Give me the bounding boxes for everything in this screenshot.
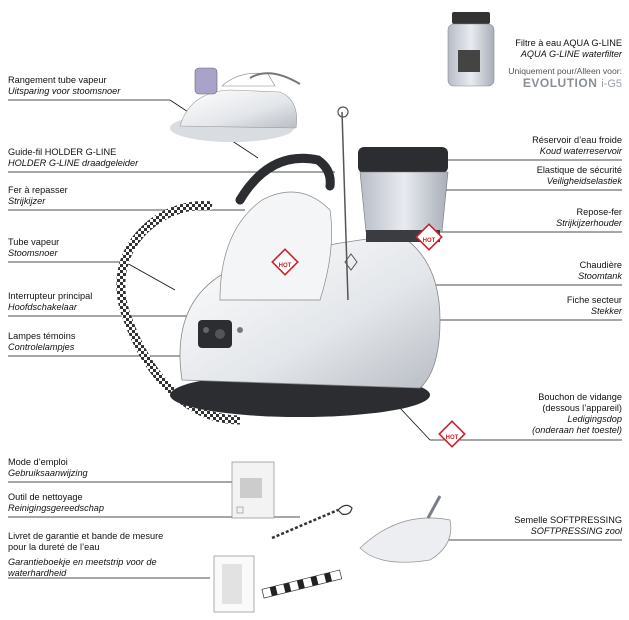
water-tank [359,171,449,233]
hot-text: HOT [423,238,436,244]
iron [219,191,332,301]
hot-text: HOT [446,435,459,441]
measuring-strip [261,569,343,599]
filter-only-for: Uniquement pour/Alleen voor: [508,66,622,76]
steam-hose [116,201,241,425]
storage-illustration [170,67,301,142]
model-name: EVOLUTION i-G5 [522,76,622,90]
cleaning-tool [271,508,339,540]
water-filter-illustration [447,12,495,87]
softpressing-sole [359,517,452,563]
drain-label: Bouchon de vidange (dessous l’appareil) … [532,392,622,435]
hot-warning-icon: HOT [271,248,299,276]
hot-warning-icon: HOT [415,223,443,251]
hot-text: HOT [279,263,292,269]
filter-label: Filtre à eau AQUA G-LINE AQUA G-LINE wat… [515,38,622,59]
hot-warning-icon: HOT [438,420,466,448]
warranty-label: Livret de garantie et bande de mesure po… [8,531,164,578]
